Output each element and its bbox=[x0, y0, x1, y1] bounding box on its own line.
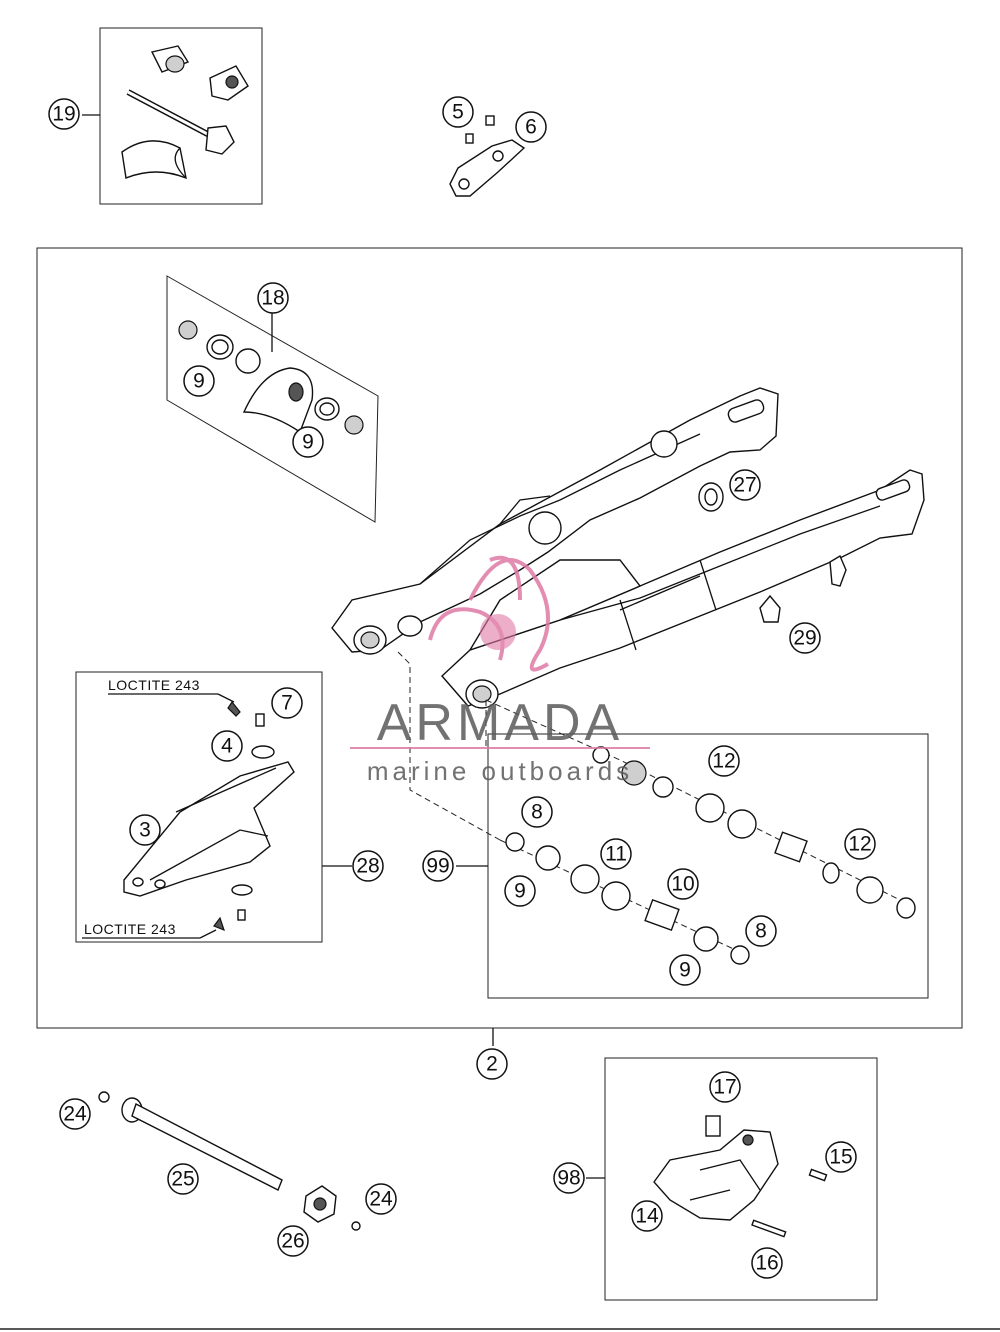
svg-text:26: 26 bbox=[281, 1230, 304, 1253]
part-19-group bbox=[82, 27, 263, 205]
svg-text:19: 19 bbox=[52, 103, 75, 126]
callout-8: 8 bbox=[521, 796, 553, 828]
callout-7: 7 bbox=[271, 687, 303, 719]
svg-text:2: 2 bbox=[486, 1053, 498, 1076]
svg-text:7: 7 bbox=[281, 692, 293, 715]
swingarm bbox=[331, 387, 925, 709]
svg-text:6: 6 bbox=[525, 116, 537, 139]
callout-9: 9 bbox=[183, 365, 215, 397]
callout-18: 18 bbox=[257, 282, 289, 314]
callout-2: 2 bbox=[476, 1048, 508, 1080]
callout-12: 12 bbox=[708, 745, 740, 777]
svg-text:4: 4 bbox=[221, 735, 233, 758]
svg-text:9: 9 bbox=[679, 959, 691, 982]
svg-text:8: 8 bbox=[531, 801, 543, 824]
svg-text:12: 12 bbox=[848, 833, 871, 856]
part-5-6-group bbox=[449, 115, 526, 197]
loctite-note-bottom: LOCTITE 243 bbox=[84, 921, 176, 937]
swingarm-assembly-frame bbox=[36, 247, 963, 1029]
callout-17: 17 bbox=[709, 1071, 741, 1103]
callout-99: 99 bbox=[422, 850, 454, 882]
part-98-group bbox=[586, 1057, 878, 1301]
callout-9: 9 bbox=[669, 954, 701, 986]
callout-11: 11 bbox=[600, 838, 632, 870]
svg-text:24: 24 bbox=[369, 1188, 393, 1211]
svg-text:8: 8 bbox=[755, 920, 767, 943]
callout-29: 29 bbox=[789, 622, 821, 654]
svg-text:9: 9 bbox=[193, 370, 205, 393]
loctite-note-top: LOCTITE 243 bbox=[108, 677, 200, 693]
callout-28: 28 bbox=[352, 850, 384, 882]
svg-text:17: 17 bbox=[713, 1076, 736, 1099]
callout-98: 98 bbox=[553, 1162, 585, 1194]
watermark: ARMADA marine outboards bbox=[350, 555, 650, 786]
callout-10: 10 bbox=[667, 868, 699, 900]
callout-16: 16 bbox=[751, 1247, 783, 1279]
callout-24: 24 bbox=[59, 1098, 91, 1130]
callout-19: 19 bbox=[48, 98, 80, 130]
svg-text:98: 98 bbox=[557, 1167, 580, 1190]
callout-27: 27 bbox=[729, 469, 761, 501]
svg-text:3: 3 bbox=[139, 819, 151, 842]
callout-9: 9 bbox=[292, 426, 324, 458]
svg-text:27: 27 bbox=[733, 474, 756, 497]
part-99-group bbox=[456, 733, 929, 999]
svg-text:9: 9 bbox=[302, 431, 314, 454]
svg-text:16: 16 bbox=[755, 1252, 778, 1275]
svg-text:10: 10 bbox=[671, 873, 694, 896]
part-18-group bbox=[166, 275, 379, 523]
axle-group bbox=[98, 1091, 361, 1231]
svg-text:28: 28 bbox=[356, 855, 379, 878]
watermark-logo bbox=[428, 555, 550, 672]
callout-5: 5 bbox=[442, 96, 474, 128]
callout-15: 15 bbox=[825, 1141, 857, 1173]
watermark-tagline: marine outboards bbox=[367, 756, 633, 786]
callout-24: 24 bbox=[365, 1183, 397, 1215]
callout-3: 3 bbox=[129, 814, 161, 846]
svg-text:24: 24 bbox=[63, 1103, 87, 1126]
callout-14: 14 bbox=[631, 1200, 663, 1232]
callout-12: 12 bbox=[844, 828, 876, 860]
svg-text:99: 99 bbox=[426, 855, 449, 878]
svg-text:14: 14 bbox=[635, 1205, 659, 1228]
callout-25: 25 bbox=[167, 1163, 199, 1195]
svg-text:12: 12 bbox=[712, 750, 735, 773]
callout-8: 8 bbox=[745, 915, 777, 947]
watermark-name: ARMADA bbox=[377, 694, 623, 752]
svg-text:18: 18 bbox=[261, 287, 284, 310]
svg-text:15: 15 bbox=[829, 1146, 852, 1169]
callout-4: 4 bbox=[211, 730, 243, 762]
svg-text:11: 11 bbox=[605, 843, 627, 866]
svg-text:29: 29 bbox=[793, 627, 816, 650]
callout-9: 9 bbox=[504, 875, 536, 907]
callout-26: 26 bbox=[277, 1225, 309, 1257]
callout-6: 6 bbox=[515, 111, 547, 143]
part-28-group bbox=[75, 671, 352, 943]
svg-text:9: 9 bbox=[514, 880, 526, 903]
svg-text:25: 25 bbox=[171, 1168, 194, 1191]
svg-text:5: 5 bbox=[452, 101, 464, 124]
